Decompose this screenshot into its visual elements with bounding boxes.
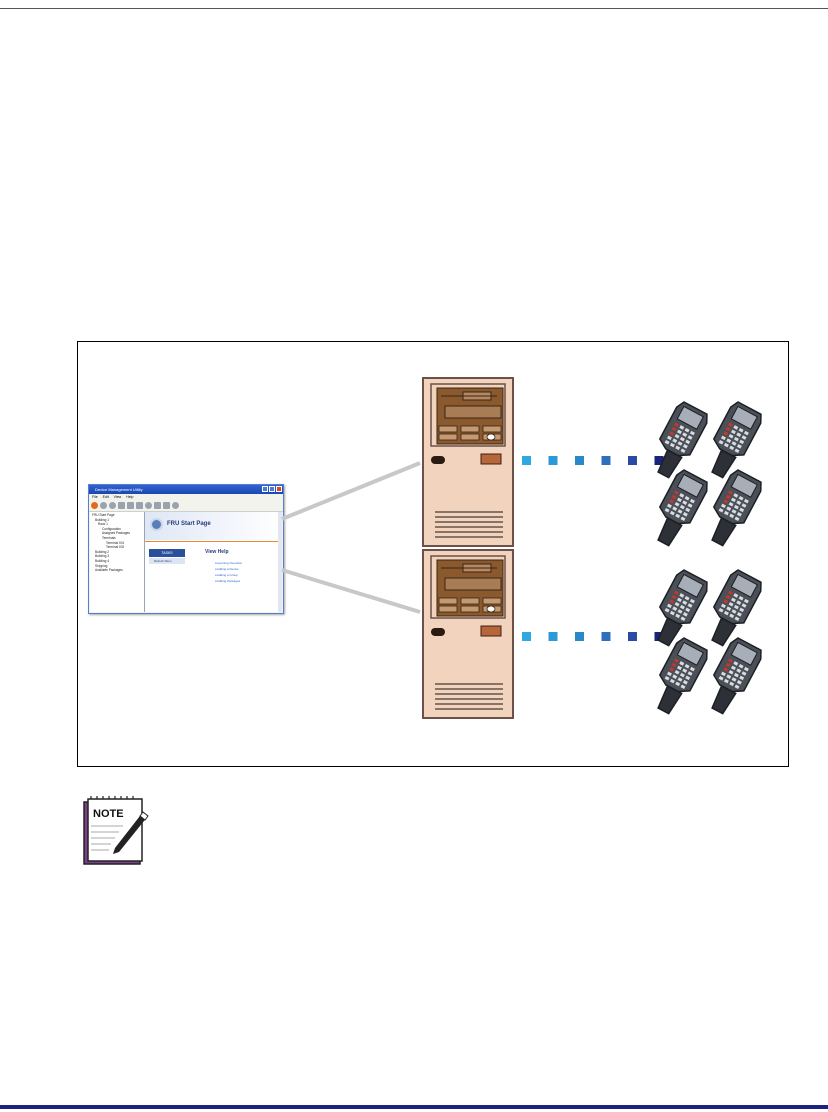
navigation-tree: FRU Start Page Building 1 Rack 1 Configu… [90, 512, 145, 612]
page-bottom-rule [0, 1105, 828, 1109]
tools-icon [154, 502, 161, 509]
page-title: FRU Start Page [167, 521, 211, 527]
note-icon: NOTE [83, 796, 149, 866]
group-icon [127, 502, 134, 509]
page-top-rule [0, 8, 828, 9]
note-label: NOTE [93, 808, 124, 820]
settings-icon [163, 502, 170, 509]
back-icon [100, 502, 107, 509]
app-titlebar: Device Management Utility [89, 485, 283, 494]
app-toolbar [89, 500, 283, 512]
application-window: Device Management Utility File Edit View… [88, 484, 284, 614]
refresh-icon [145, 502, 152, 509]
tree-item-start-page: FRU Start Page [92, 513, 115, 517]
maximize-icon [269, 486, 275, 492]
menu-help: Help [126, 494, 133, 500]
menu-view: View [114, 494, 122, 500]
minimize-icon [262, 486, 268, 492]
forward-icon [109, 502, 116, 509]
help-links: Learning Overview Adding a Device Adding… [215, 560, 242, 584]
menu-file: File [92, 494, 98, 500]
app-logo-icon [150, 518, 163, 531]
tree-item: Available Packages [92, 568, 144, 573]
close-icon [276, 486, 282, 492]
app-scrollbar [278, 512, 282, 612]
menu-edit: Edit [103, 494, 109, 500]
package-icon [136, 502, 143, 509]
app-title: Device Management Utility [95, 487, 143, 492]
tasks-item: Refresh Menu [149, 558, 185, 564]
device-icon [118, 502, 125, 509]
app-content-pane: FRU Start Page TASKS Refresh Menu View H… [145, 512, 282, 612]
help-link: Adding Packages [215, 578, 242, 584]
tasks-header: TASKS [149, 549, 185, 557]
help-title: View Help [205, 549, 229, 555]
help-icon [172, 502, 179, 509]
home-icon [91, 502, 98, 509]
